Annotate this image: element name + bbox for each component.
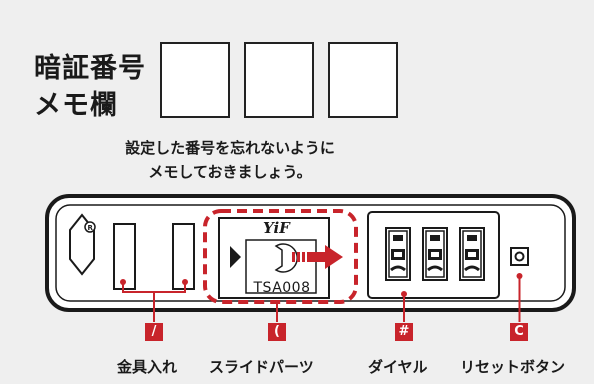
hardware-dot-left: [120, 279, 126, 285]
slide-arrow-icon: [307, 245, 343, 269]
hardware-slot-right: [172, 223, 195, 290]
model-label: TSA008: [253, 280, 311, 296]
dial-wheel-2: [422, 227, 448, 281]
dial-wheel-1: [385, 227, 411, 281]
caption-reset: リセットボタン: [460, 358, 566, 376]
arrow-left-icon: [230, 246, 241, 268]
memo-note-line2: メモしておきましょう。: [148, 163, 312, 181]
registered-mark-letter: R: [88, 224, 94, 232]
slide-arrow-bar-1: [292, 252, 295, 262]
memo-title: 暗証番号 メモ欄: [34, 50, 146, 124]
caption-dial: ダイヤル: [368, 358, 428, 376]
memo-box-3[interactable]: [328, 42, 398, 118]
caption-hardware: 金具入れ: [117, 358, 178, 376]
memo-box-1[interactable]: [160, 42, 230, 118]
key-hole-icon: [274, 243, 298, 273]
callout-marker-slide: (: [268, 323, 286, 341]
memo-title-line2: メモ欄: [34, 90, 118, 121]
callout-marker-reset: C: [510, 323, 528, 341]
slide-part-highlight: [203, 209, 358, 304]
memo-note: 設定した番号を忘れないように メモしておきましょう。: [60, 136, 400, 184]
reset-button-icon: [514, 251, 525, 262]
memo-box-2[interactable]: [244, 42, 314, 118]
callout-marker-hardware: /: [145, 323, 163, 341]
dial-wheel-3: [459, 227, 485, 281]
hardware-dot-right: [182, 279, 188, 285]
slide-arrow-bar-2: [297, 252, 300, 262]
callout-marker-dial: #: [395, 323, 413, 341]
caption-slide: スライドパーツ: [209, 358, 314, 376]
registered-mark-icon: [84, 221, 96, 233]
brand-logo: YiF: [263, 219, 290, 237]
slide-arrow-bar-3: [302, 252, 305, 262]
hardware-slot-left: [113, 223, 136, 290]
memo-title-line1: 暗証番号: [34, 53, 146, 84]
memo-note-line1: 設定した番号を忘れないように: [125, 139, 335, 157]
